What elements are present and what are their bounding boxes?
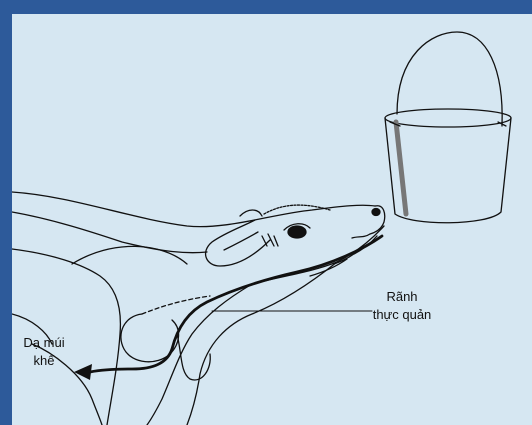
calf-nostril — [372, 209, 380, 216]
abomasum-label-line1: Dạ múi — [16, 334, 72, 352]
calf-chest — [72, 246, 187, 264]
illustration-frame: Rãnh thực quản Dạ múi khế — [12, 14, 532, 425]
arrow-left-icon — [74, 364, 92, 380]
calf-forehead — [12, 192, 375, 227]
esophageal-groove-label: Rãnh thực quản — [342, 288, 462, 324]
abomasum-label: Dạ múi khế — [16, 334, 72, 370]
bucket-shade — [396, 122, 406, 214]
calf-jaw — [252, 226, 384, 284]
calf-mouth — [352, 234, 370, 238]
calf-horn-bud — [240, 210, 262, 216]
calf-ear-inner — [224, 232, 258, 250]
calf-throat — [187, 262, 337, 425]
bucket-rim — [385, 109, 511, 127]
calf-feeding-diagram — [12, 14, 532, 425]
esophageal-groove-label-line2: thực quản — [342, 306, 462, 324]
calf-illustration — [12, 192, 385, 425]
calf-neck-top — [12, 212, 207, 253]
esophageal-groove-label-line1: Rãnh — [342, 288, 462, 306]
bucket-icon — [385, 32, 511, 223]
calf-eye — [288, 226, 306, 238]
abomasum-label-line2: khế — [16, 352, 72, 370]
bucket-handle — [397, 32, 502, 126]
esophageal-groove-line — [90, 236, 382, 372]
